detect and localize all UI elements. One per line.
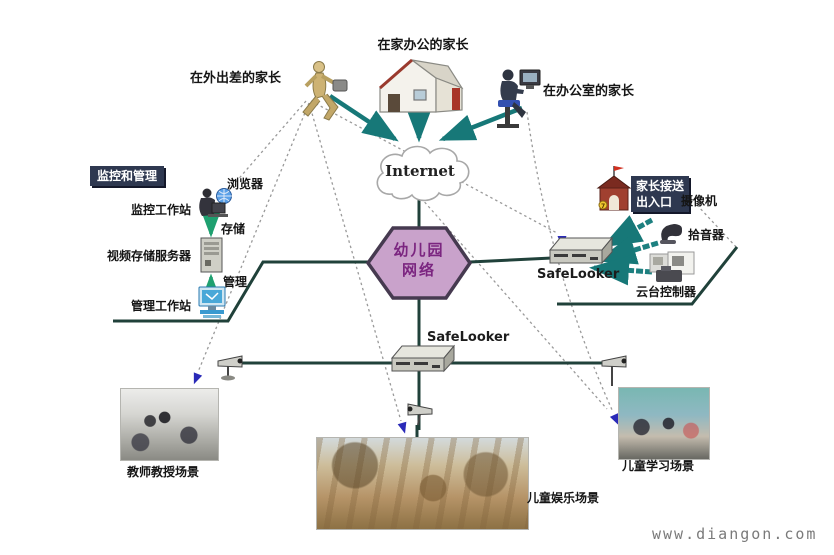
label-ptz-controller: 云台控制器 xyxy=(636,285,697,299)
blue-arrow-play-icon xyxy=(397,421,407,434)
school-entrance-icon: 7 xyxy=(596,166,632,211)
internet-cloud xyxy=(376,145,470,202)
traveler-runner-icon xyxy=(302,61,348,121)
header-entrance-line1: 家长接送 xyxy=(636,179,685,193)
header-monitor-manage: 监控和管理 xyxy=(90,166,165,186)
label-scene-learn: 儿童学习场景 xyxy=(622,459,695,473)
mic-device-icon xyxy=(660,224,682,244)
switch-entrance xyxy=(548,236,614,265)
label-safelooker-entrance: SafeLooker xyxy=(537,267,620,282)
arrow-office-internet xyxy=(438,105,523,142)
camera-teach-icon xyxy=(217,355,243,381)
label-parent-travel: 在外出差的家长 xyxy=(190,71,282,86)
monitor-workstation-icon xyxy=(199,188,232,217)
label-safelooker-bottom: SafeLooker xyxy=(427,330,510,345)
header-entrance-line2: 出入口 xyxy=(636,195,673,209)
label-internet: Internet xyxy=(385,162,455,180)
entrance-device-arrows xyxy=(589,215,659,286)
label-monitor-workstation: 监控工作站 xyxy=(131,203,192,217)
label-manage: 管理 xyxy=(223,275,248,289)
arrow-camera-switch xyxy=(601,215,654,248)
label-parent-home: 在家办公的家长 xyxy=(377,38,469,53)
trunk-right-branch xyxy=(469,256,553,264)
camera-play-icon xyxy=(407,403,433,426)
label-camera: 摄像机 xyxy=(681,194,718,208)
switch-bottom xyxy=(390,344,456,373)
arrow-travel-internet xyxy=(328,94,399,142)
dashed-entrance-border xyxy=(696,204,739,250)
blue-arrow-teach-icon xyxy=(193,372,203,385)
label-parent-office: 在办公室的家长 xyxy=(543,84,635,99)
svg-text:7: 7 xyxy=(601,203,605,210)
label-scene-teach: 教师教授场景 xyxy=(127,465,200,479)
label-video-server: 视频存储服务器 xyxy=(107,249,192,263)
blue-arrow-learn-icon xyxy=(609,413,619,426)
arrow-ptz-switch xyxy=(589,255,653,286)
label-mic: 拾音器 xyxy=(688,228,725,242)
dashed-travel-to-teach-scene xyxy=(197,102,310,373)
label-scene-play: 儿童娱乐场景 xyxy=(527,491,600,505)
house-icon xyxy=(379,58,464,113)
kindergarten-network-hexagon xyxy=(365,226,473,300)
entrance-zone-border xyxy=(557,246,739,306)
label-kindergarten-network: 幼儿园 网络 xyxy=(368,240,470,280)
ptz-controller-icon xyxy=(649,251,695,282)
manage-workstation-icon xyxy=(198,286,226,318)
label-storage: 存储 xyxy=(221,222,246,236)
label-network-line2: 网络 xyxy=(401,261,436,279)
watermark-url: www.diangon.com xyxy=(652,525,818,543)
label-network-line1: 幼儿园 xyxy=(393,241,445,259)
photo-play-scene xyxy=(316,437,529,530)
video-server-icon xyxy=(200,237,223,273)
label-browser: 浏览器 xyxy=(227,177,264,191)
office-worker-icon xyxy=(497,69,541,128)
camera-learn-icon xyxy=(601,355,627,386)
trunk-left-branch xyxy=(113,260,368,323)
header-entrance: 家长接送 出入口 xyxy=(631,176,690,212)
photo-learn-scene xyxy=(618,387,710,460)
photo-teach-scene xyxy=(120,388,219,461)
label-manage-workstation: 管理工作站 xyxy=(131,299,192,313)
